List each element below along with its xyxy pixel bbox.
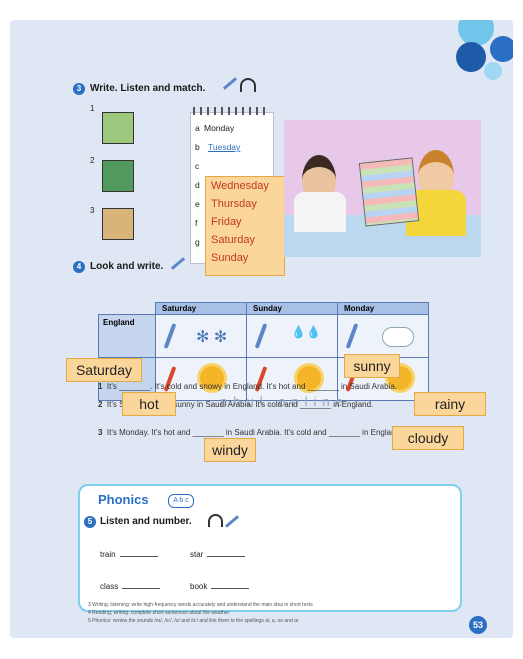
item-number: 1 (90, 104, 95, 113)
exercise-title: Write. Listen and match. (90, 83, 206, 94)
map-picture (102, 160, 134, 192)
sun-icon (297, 366, 321, 390)
notebook-row: d (195, 180, 200, 190)
weather-cell-sunny (155, 357, 247, 401)
raindrops-icon: 💧💧 (291, 325, 321, 339)
decor-blob (484, 62, 502, 80)
thermometer-icon (345, 323, 359, 349)
thermometer-icon (254, 323, 268, 349)
decor-blob (456, 42, 486, 72)
exercise-title: Look and write. (90, 261, 164, 272)
phonics-box: Phonics A b c 5 Listen and number. train… (78, 484, 462, 612)
phonics-title: Phonics (98, 492, 149, 507)
boys-illustration (284, 120, 481, 257)
exercise-number: 5 (84, 516, 96, 528)
sun-icon (200, 366, 224, 390)
phonics-word: train (100, 550, 158, 559)
sentence: 2 It's S_______ and sunny in Saudi Arabi… (98, 400, 374, 409)
weather-cell-rainy: 💧💧 (246, 314, 338, 358)
column-header: Monday (337, 302, 429, 315)
weather-cell-snowy: ✻ ✻ (155, 314, 247, 358)
decor-blob (490, 36, 513, 62)
answer-chip-rainy: rainy (414, 392, 486, 416)
answer-day: Wednesday (211, 180, 269, 192)
footer-note: 4 Reading; writing: complete short sente… (88, 610, 230, 616)
column-header: Sunday (246, 302, 338, 315)
microscope-picture (102, 112, 134, 144)
phonics-word: book (190, 582, 250, 591)
item-number: 2 (90, 156, 95, 165)
item-number: 3 (90, 206, 95, 215)
exercise-title: Listen and number. (100, 516, 192, 527)
thermometer-icon (163, 323, 177, 349)
footer-note: 5 Phonics: review the sounds /eɪ/, /ɑː/,… (88, 618, 299, 624)
notebook-row: e (195, 199, 200, 209)
abc-icon: A b c (168, 494, 194, 508)
weather-cell-cloudy (337, 314, 429, 358)
answer-chip-hot: hot (122, 392, 176, 416)
pencil-icon (222, 77, 238, 90)
phonics-word: class (100, 582, 161, 591)
snowflake-icon: ✻ ✻ (196, 329, 228, 346)
pencil-icon (224, 515, 240, 528)
answer-chip-cloudy: cloudy (392, 426, 464, 450)
pencil-icon (170, 257, 186, 270)
notebook-row: f (195, 218, 198, 228)
spiral-binding (193, 107, 269, 115)
answer-day: Saturday (211, 234, 256, 246)
notebook-row: c (195, 161, 200, 171)
answer-chip-windy: windy (204, 438, 256, 462)
column-header: Saturday (155, 302, 247, 315)
headphones-icon (208, 514, 223, 527)
answer-chip-sunny: sunny (344, 354, 400, 378)
answer-day: Sunday (211, 252, 249, 264)
exercise-number: 3 (73, 83, 85, 95)
answer-days-box: Wednesday Thursday Friday Saturday Sunda… (205, 176, 285, 276)
watermark: nhul.online (220, 394, 349, 409)
sentence: 3 It's Monday. It's hot and _______ in S… (98, 428, 403, 437)
page-number: 53 (469, 616, 487, 634)
exercise-number: 4 (73, 261, 85, 273)
footer-note: 3 Writing; listening: write high-frequen… (88, 602, 313, 608)
answer-day: Thursday (211, 198, 257, 210)
answer-day: Friday (211, 216, 242, 228)
answer-chip-saturday: Saturday (66, 358, 142, 382)
headphones-icon (240, 78, 256, 92)
row-label: England (98, 314, 156, 358)
sentence: 1 It's _______. It's cold and snowy in E… (98, 382, 398, 391)
cloud-icon (382, 327, 414, 347)
bird-picture (102, 208, 134, 240)
phonics-word: star (190, 550, 246, 559)
notebook-row: g (195, 237, 200, 247)
